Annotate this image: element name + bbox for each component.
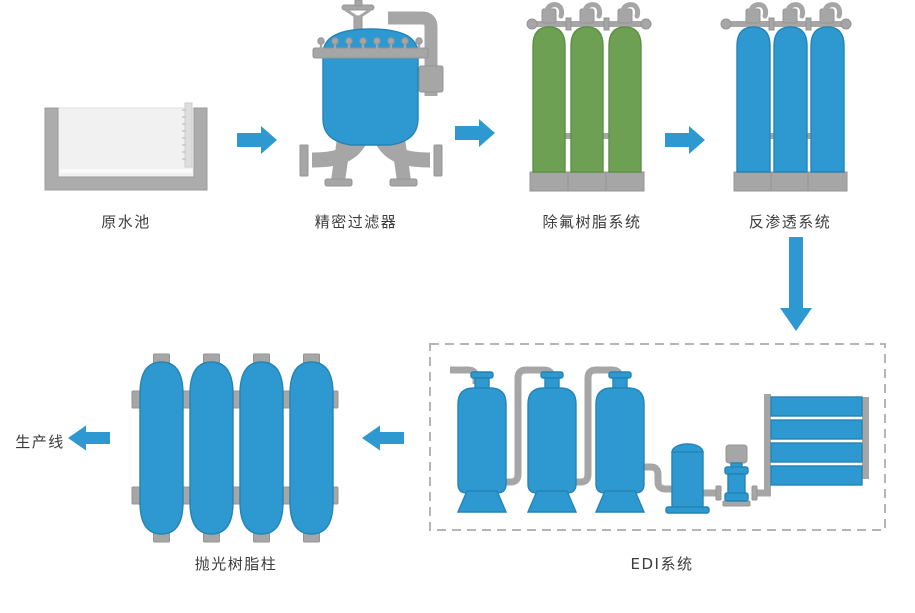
reverse-osmosis-system-icon bbox=[720, 2, 852, 192]
pool-wall bbox=[44, 107, 208, 191]
edi-tank bbox=[456, 371, 508, 513]
ro-tank bbox=[810, 26, 845, 173]
arrow-polishing-to-production bbox=[68, 425, 110, 451]
column-caps bbox=[153, 353, 320, 543]
filter-handwheel-knob bbox=[354, 0, 363, 7]
tank-cross-pipe bbox=[806, 133, 813, 139]
label-production-line: 生产线 bbox=[15, 433, 65, 451]
tank-base bbox=[529, 171, 569, 192]
pipe-coupling bbox=[805, 17, 812, 31]
membrane-module bbox=[770, 442, 863, 463]
tank-base bbox=[770, 171, 811, 192]
pipe-end-cap bbox=[526, 18, 538, 30]
pump-flange-right bbox=[751, 485, 758, 501]
resin-column bbox=[189, 361, 234, 535]
arrow-fluoride-to-ro bbox=[665, 126, 705, 154]
manifold-pipe bbox=[724, 21, 846, 27]
arrow-ro-to-edi bbox=[780, 237, 812, 331]
tank-cross-pipe bbox=[769, 133, 776, 139]
membrane-module bbox=[770, 465, 863, 486]
filter-outlet-pipe bbox=[388, 11, 438, 96]
pipe-coupling bbox=[565, 17, 572, 31]
membrane-module bbox=[770, 396, 863, 417]
label-edi-system: EDI系统 bbox=[630, 555, 694, 573]
pipe-end-cap bbox=[640, 18, 652, 30]
edi-system-boundary bbox=[429, 343, 886, 531]
resin-column bbox=[239, 361, 284, 535]
label-precision-filter: 精密过滤器 bbox=[314, 213, 398, 231]
filter-flange-band bbox=[312, 47, 429, 59]
pipe-coupling bbox=[603, 17, 610, 31]
filter-bolts bbox=[317, 37, 423, 49]
tank-cross-pipe bbox=[602, 133, 610, 139]
precision-filter-icon bbox=[299, 0, 444, 187]
pump-base bbox=[722, 500, 751, 507]
filter-pipe-coupling bbox=[418, 65, 444, 93]
filter-vessel bbox=[322, 28, 419, 146]
filter-flange-left bbox=[299, 144, 309, 177]
manifold-pipe bbox=[530, 21, 648, 27]
tank-valves bbox=[541, 2, 641, 24]
membrane-module bbox=[770, 419, 863, 440]
pump-motor bbox=[725, 444, 748, 464]
ro-tank bbox=[736, 26, 771, 173]
tank-base bbox=[807, 171, 848, 192]
label-fluoride-resin-system: 除氟树脂系统 bbox=[542, 213, 642, 231]
filter-foot-right bbox=[389, 178, 418, 187]
edi-system-icon bbox=[450, 366, 869, 514]
fluoride-resin-system-icon bbox=[526, 2, 652, 192]
filter-foot-left bbox=[324, 178, 353, 187]
label-raw-water-pool: 原水池 bbox=[101, 213, 151, 231]
pool-basin bbox=[57, 107, 195, 178]
tank-base bbox=[733, 171, 774, 192]
edi-pump bbox=[715, 444, 758, 507]
arrow-pool-to-filter bbox=[237, 126, 277, 154]
edi-pipe-3-tank bbox=[644, 463, 673, 493]
polishing-resin-column-icon bbox=[131, 353, 339, 543]
pipe-end-cap bbox=[720, 18, 732, 30]
resin-column bbox=[139, 361, 184, 535]
label-reverse-osmosis-system: 反渗透系统 bbox=[748, 213, 832, 231]
edi-tank bbox=[526, 371, 578, 513]
filter-handwheel-spokes bbox=[345, 8, 371, 20]
edi-buffer-tank bbox=[665, 443, 710, 514]
pool-waterline bbox=[60, 169, 192, 173]
pump-flange-left bbox=[715, 485, 722, 501]
edi-tank bbox=[594, 371, 646, 513]
arrow-filter-to-fluoride bbox=[455, 119, 495, 147]
pool-ladder-rungs bbox=[182, 109, 186, 160]
arrow-edi-to-polishing bbox=[362, 425, 404, 451]
raw-water-pool-icon bbox=[44, 102, 208, 191]
tank-cross-pipe bbox=[564, 133, 572, 139]
ro-tank bbox=[773, 26, 808, 173]
pipe-coupling bbox=[768, 17, 775, 31]
filter-flange-right bbox=[433, 144, 443, 177]
tank-valves bbox=[745, 2, 843, 24]
resin-tank bbox=[608, 26, 642, 173]
label-polishing-resin-column: 抛光树脂柱 bbox=[194, 555, 278, 573]
tank-base bbox=[605, 171, 645, 192]
pool-ladder bbox=[184, 102, 193, 168]
resin-tank bbox=[570, 26, 604, 173]
resin-tank bbox=[532, 26, 566, 173]
edi-membrane-stack bbox=[770, 396, 863, 486]
pipe-end-cap bbox=[840, 18, 852, 30]
resin-column bbox=[289, 361, 334, 535]
tank-base bbox=[567, 171, 607, 192]
